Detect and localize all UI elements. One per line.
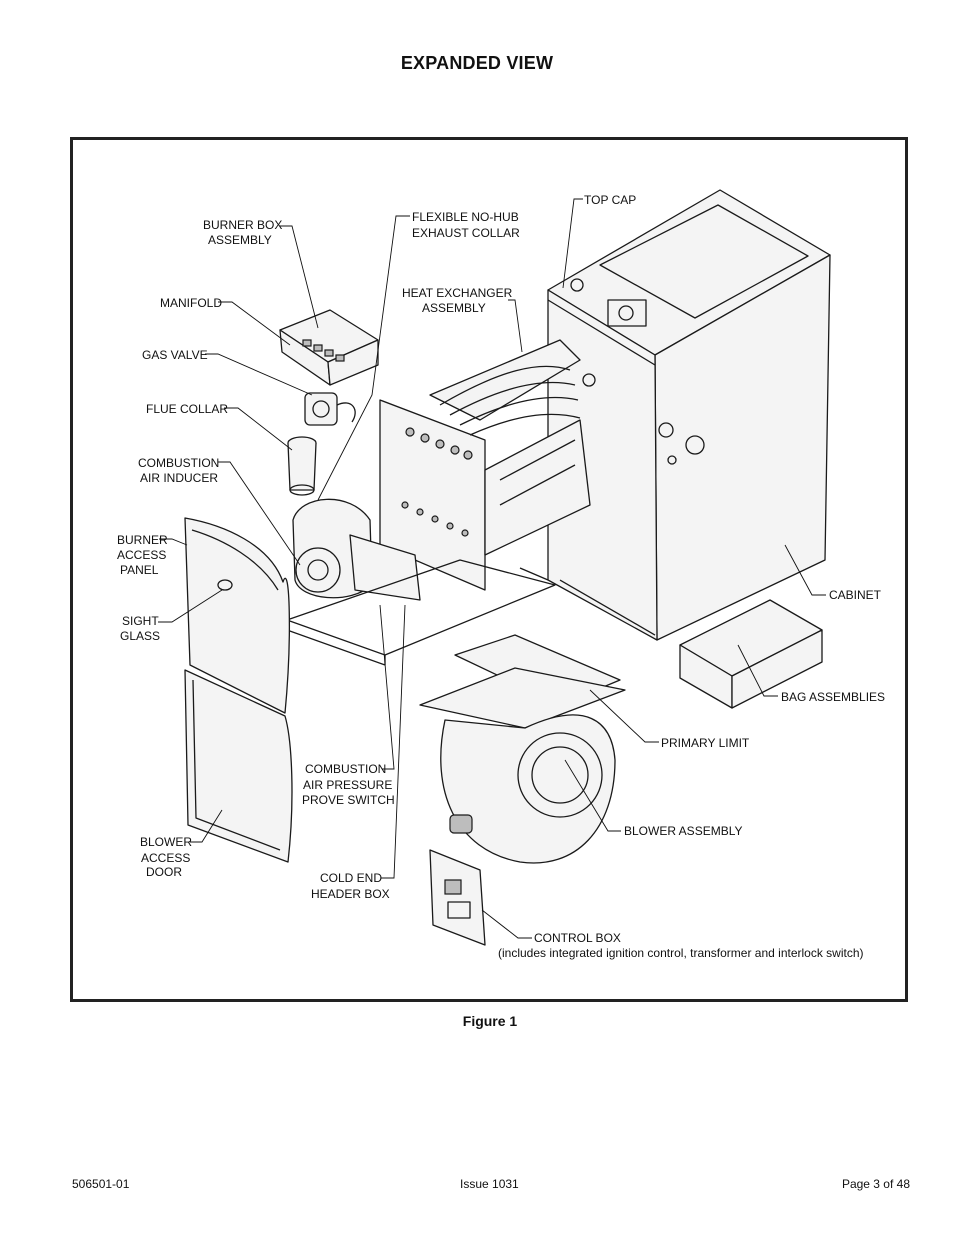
flue-collar-part [287,436,317,496]
label-heat-exchanger-2: ASSEMBLY [422,301,486,315]
label-cabinet: CABINET [829,588,882,602]
bag-assemblies-part [679,599,823,709]
label-control-box: CONTROL BOX [534,931,621,945]
footer-page-number: Page 3 of 48 [841,1177,910,1191]
gas-valve-part [304,392,356,426]
label-blower-assembly: BLOWER ASSEMBLY [624,824,742,838]
label-burner-access-panel-3: PANEL [120,563,159,577]
burner-access-panel-part [184,517,291,714]
label-bag-assemblies: BAG ASSEMBLIES [781,690,885,704]
label-gas-valve: GAS VALVE [142,348,208,362]
burner-box-part [279,309,379,386]
label-flexible-no-hub: FLEXIBLE NO-HUB [412,210,519,224]
figure-caption: Figure 1 [462,1013,518,1029]
label-cold-end-header-box: COLD END [320,871,382,885]
label-blower-access-door: BLOWER [140,835,192,849]
label-heat-exchanger: HEAT EXCHANGER [402,286,513,300]
blower-access-door-part [184,669,293,863]
label-exhaust-collar: EXHAUST COLLAR [412,226,520,240]
label-manifold: MANIFOLD [160,296,222,310]
label-combustion-air-pressure-3: PROVE SWITCH [302,793,395,807]
leader-lines [158,198,826,939]
label-burner-box: BURNER BOX [203,218,282,232]
heat-exchanger-part [379,339,591,591]
label-blower-access-door-2: ACCESS [141,851,190,865]
label-top-cap: TOP CAP [584,193,636,207]
page-title: EXPANDED VIEW [400,53,554,73]
label-cold-end-header-box-2: HEADER BOX [311,887,390,901]
label-combustion-air-inducer: COMBUSTION [138,456,219,470]
callout-labels: BURNER BOX ASSEMBLY FLEXIBLE NO-HUB EXHA… [117,193,885,960]
label-combustion-air-inducer-2: AIR INDUCER [140,471,218,485]
label-sight-glass: SIGHT [122,614,159,628]
footer-issue: Issue 1031 [460,1177,519,1191]
label-burner-access-panel-2: ACCESS [117,548,166,562]
label-combustion-air-pressure: COMBUSTION [305,762,386,776]
label-sight-glass-2: GLASS [120,629,160,643]
label-combustion-air-pressure-2: AIR PRESSURE [303,778,392,792]
combustion-air-inducer-part [292,498,421,601]
label-control-box-note: (includes integrated ignition control, t… [498,946,864,960]
blower-assembly-part [419,634,626,864]
footer-document-number: 506501-01 [72,1177,130,1191]
control-box-part [429,849,486,946]
label-primary-limit: PRIMARY LIMIT [661,736,750,750]
label-burner-access-panel: BURNER [117,533,168,547]
label-blower-access-door-3: DOOR [146,865,182,879]
label-flue-collar: FLUE COLLAR [146,402,228,416]
label-burner-box-2: ASSEMBLY [208,233,272,247]
figure-frame [70,137,908,1002]
